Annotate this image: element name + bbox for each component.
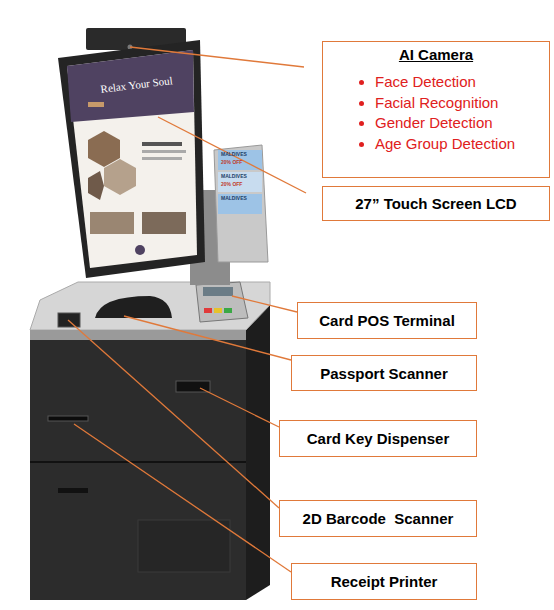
receipt-slot [48,416,88,421]
pos-terminal [196,282,248,322]
part-name: Passport Scanner [320,365,448,382]
brochure-text: MALDIVES [221,174,247,179]
feature-list: Face DetectionFacial RecognitionGender D… [323,72,549,154]
screen-hexagon [104,159,136,195]
screen-hexagon [88,131,120,167]
brochure-text: MALDIVES [221,152,247,157]
brochure [218,194,262,214]
counter-edge [30,330,246,340]
monitor-screen [67,50,197,268]
screen-text-line [142,157,182,160]
feature-item: Facial Recognition [375,93,549,114]
passport-scanner [95,296,172,318]
feature-item: Gender Detection [375,113,549,134]
screen-image [90,212,134,234]
monitor-bezel [58,40,205,278]
screen-banner [67,50,194,122]
part-label-box: Card Key Dispenser [279,420,477,457]
part-label-box: Card POS Terminal [297,302,477,339]
cabinet-slot [58,488,88,493]
pos-screen [203,287,233,296]
part-label-box: 27” Touch Screen LCD [322,186,550,221]
feature-item: Age Group Detection [375,134,549,155]
pos-key [224,308,232,313]
leader-line [232,296,297,312]
cabinet-divider [30,461,246,463]
screen-text-line [142,142,182,146]
screen-logo [135,245,145,255]
leader-line [124,316,291,360]
brochure-text: MALDIVES [221,196,247,201]
part-label-box: Receipt Printer [291,563,477,600]
screen-image [142,212,186,234]
box-heading: AI Camera [323,46,549,63]
pos-key [204,308,212,313]
part-name: 2D Barcode Scanner [303,510,454,527]
screen-hexagon [88,171,104,200]
brochure-holder [214,145,268,262]
brochure [218,172,262,192]
cabinet-panel [138,520,230,572]
part-name: Card Key Dispenser [307,430,450,447]
leader-line [158,117,306,193]
leader-line [130,47,304,67]
barcode-scanner [58,313,80,327]
part-label-box: Passport Scanner [291,355,477,391]
part-label-box: 2D Barcode Scanner [279,500,477,537]
brochure-text: 20% OFF [221,182,242,187]
part-name: Receipt Printer [331,573,438,590]
feature-item: Face Detection [375,72,549,93]
leader-line [200,388,279,427]
part-name: 27” Touch Screen LCD [355,195,516,212]
feature-callout-box: AI CameraFace DetectionFacial Recognitio… [322,41,550,178]
brochure-text: 20% OFF [221,160,242,165]
leader-line [68,320,279,508]
screen-text-line [142,150,186,153]
leader-line [74,424,291,572]
screen-button [88,102,104,107]
cabinet-front [30,330,246,600]
pos-key [214,308,222,313]
part-name: Card POS Terminal [319,312,455,329]
